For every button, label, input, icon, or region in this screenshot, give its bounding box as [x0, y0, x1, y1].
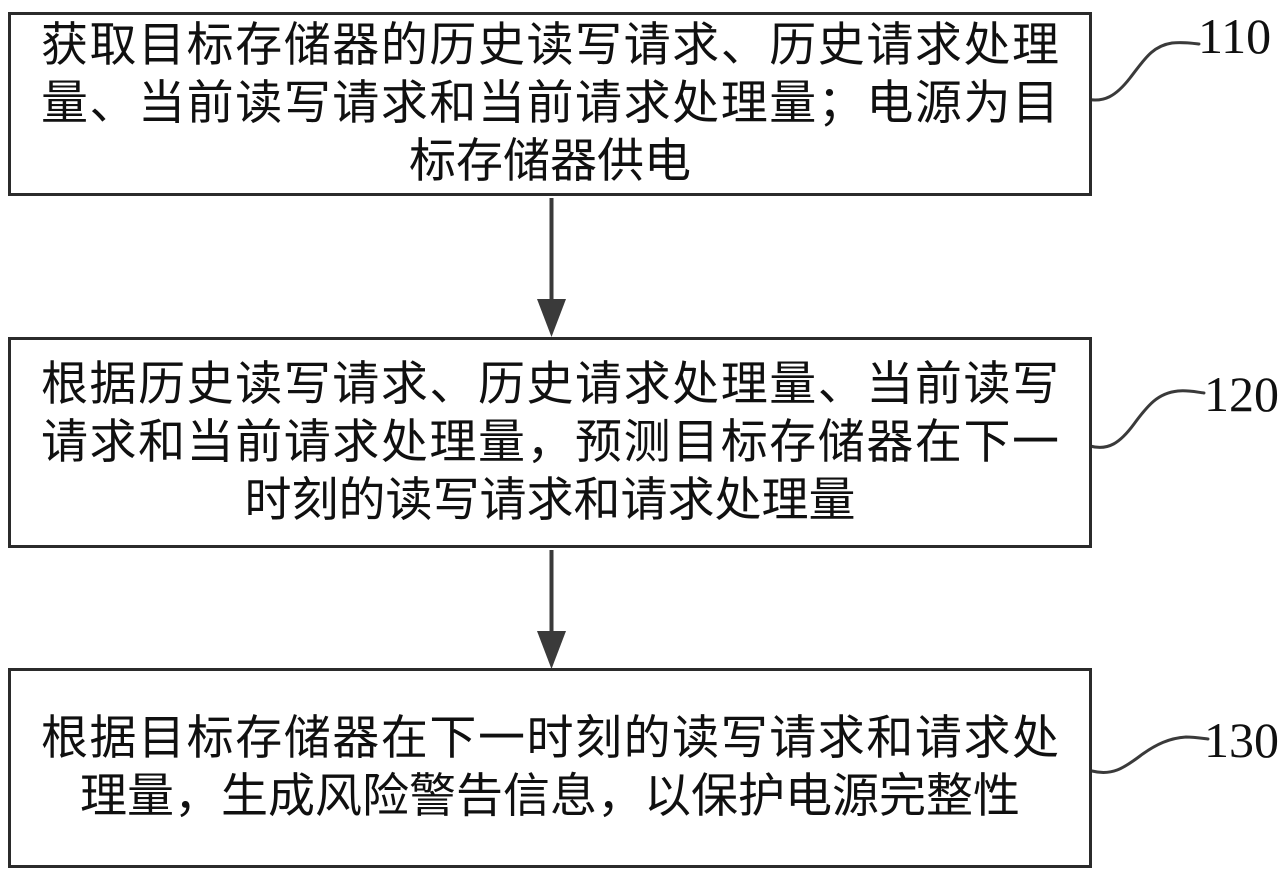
flow-arrow-2 — [537, 550, 566, 669]
arrow-head-icon — [537, 631, 566, 669]
step-box-130: 根据目标存储器在下一时刻的读写请求和请求处理量，生成风险警告信息，以保护电源完整… — [8, 668, 1092, 868]
step-box-120: 根据历史读写请求、历史请求处理量、当前读写请求和当前请求处理量，预测目标存储器在… — [8, 337, 1092, 548]
step-text-120: 根据历史读写请求、历史请求处理量、当前读写请求和当前请求处理量，预测目标存储器在… — [41, 358, 1059, 527]
step-label-120: 120 — [1204, 366, 1279, 422]
step-label-110: 110 — [1198, 8, 1272, 64]
arrow-head-icon — [537, 299, 566, 337]
leader-line-130 — [1090, 735, 1210, 774]
step-box-110: 获取目标存储器的历史读写请求、历史请求处理量、当前读写请求和当前请求处理量；电源… — [8, 12, 1092, 196]
flow-arrow-1 — [537, 198, 566, 337]
leader-line-120 — [1088, 389, 1206, 449]
leader-line-110 — [1084, 41, 1201, 102]
step-text-110: 获取目标存储器的历史读写请求、历史请求处理量、当前读写请求和当前请求处理量；电源… — [41, 20, 1059, 188]
step-text-130: 根据目标存储器在下一时刻的读写请求和请求处理量，生成风险警告信息，以保护电源完整… — [41, 713, 1059, 823]
step-label-130: 130 — [1204, 712, 1279, 768]
